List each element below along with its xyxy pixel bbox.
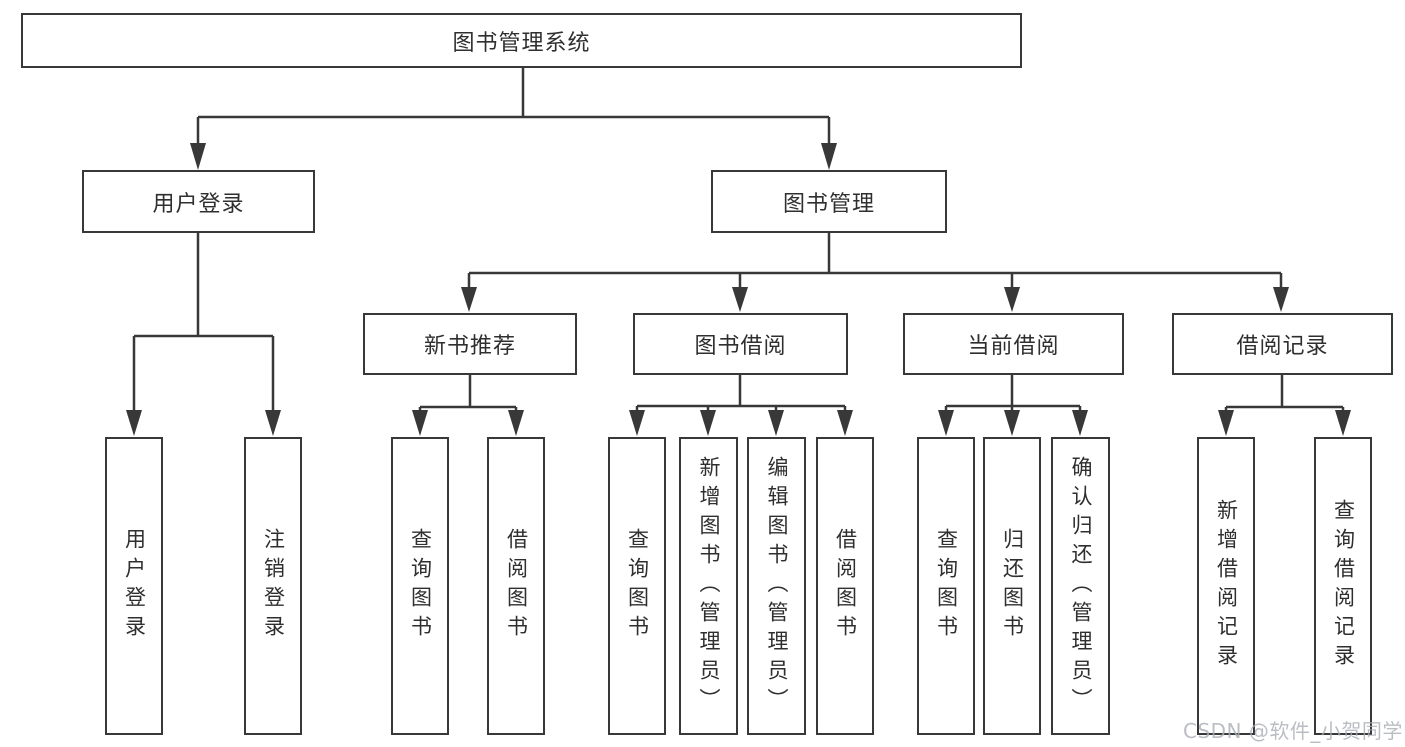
leaf-query-books-recommend: 查询图书	[391, 437, 449, 735]
node-book-borrow: 图书借阅	[633, 313, 848, 375]
leaf-return-book: 归还图书	[983, 437, 1041, 735]
leaf-borrow-books-recommend: 借阅图书	[487, 437, 545, 735]
leaf-logout: 注销登录	[244, 437, 302, 735]
arrowheads	[126, 143, 1351, 436]
node-user-login-branch: 用户登录	[82, 170, 315, 233]
leaf-edit-book-admin: 编辑图书（管理员）	[747, 437, 806, 735]
leaf-confirm-return-admin: 确认归还（管理员）	[1051, 437, 1110, 735]
node-library-management-system: 图书管理系统	[21, 13, 1022, 68]
leaf-add-book-admin: 新增图书（管理员）	[679, 437, 738, 735]
leaf-add-borrow-record: 新增借阅记录	[1197, 437, 1255, 735]
csdn-watermark: CSDN @软件_小贺同学	[1183, 719, 1403, 743]
leaf-query-books-current: 查询图书	[917, 437, 975, 735]
leaf-query-borrow-record: 查询借阅记录	[1314, 437, 1372, 735]
node-current-borrow: 当前借阅	[903, 313, 1124, 375]
leaf-borrow-books: 借阅图书	[816, 437, 874, 735]
leaf-query-books-borrow: 查询图书	[608, 437, 666, 735]
leaf-user-login: 用户登录	[105, 437, 163, 735]
node-new-book-recommend: 新书推荐	[363, 313, 577, 375]
node-borrow-records: 借阅记录	[1172, 313, 1393, 375]
node-book-management: 图书管理	[711, 170, 947, 233]
